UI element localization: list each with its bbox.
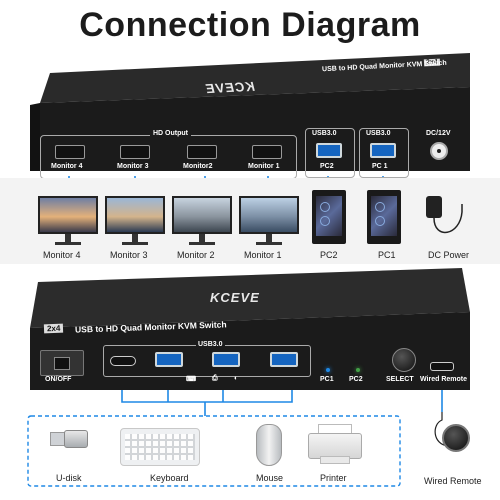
hdmi-port-label: Monitor 3 [117,163,149,170]
hdmi-port-label: Monitor2 [183,163,213,170]
monitor-2-label: Monitor 2 [177,250,215,260]
usb-pc2-header: USB3.0 [312,130,337,137]
monitor-3-label: Monitor 3 [110,250,148,260]
dc-power-label: DC/12V [426,130,451,137]
mouse-image [256,424,282,466]
usb-pc1-group [359,128,409,178]
keyboard-image [120,428,200,466]
monitor-4-image [38,196,98,234]
mouse-label: Mouse [256,473,284,483]
printer-image [308,424,362,464]
hdmi-port-monitor-2[interactable] [187,145,217,159]
pc1-led-label: PC1 [320,376,334,383]
printer-mini-icon: ⎙ [212,375,218,382]
pc1-led [326,368,330,372]
pc2-label: PC2 [320,250,338,260]
printer-label: Printer [320,473,347,483]
pc2-tower-image [312,190,346,244]
diagram-title: Connection Diagram [79,6,421,44]
power-adapter-image [426,196,442,218]
power-switch-label: ON/OFF [45,376,72,383]
top-brand-logo: KCEVE [204,78,256,97]
usb-pc2-group [305,128,355,178]
monitor-1-label: Monitor 1 [244,250,282,260]
select-button[interactable] [392,348,416,372]
u-disk-label: U-disk [56,473,82,483]
front-model-badge: 2x4 [43,323,64,334]
dc-power-text: DC Power [428,250,470,260]
monitor-4-label: Monitor 4 [43,250,81,260]
usb-a-port-1[interactable] [155,352,183,367]
usb-pc2-label: PC2 [320,163,334,170]
hdmi-port-monitor-1[interactable] [252,145,282,159]
pc1-tower-image [367,190,401,244]
keyboard-label: Keyboard [150,473,189,483]
hdmi-port-label: Monitor 4 [51,163,83,170]
monitor-3-image [105,196,165,234]
wired-remote-port-label: Wired Remote [420,376,468,383]
wired-remote-image [442,424,470,452]
pc1-label: PC1 [378,250,396,260]
hdmi-port-label: Monitor 1 [248,163,280,170]
wired-remote-port[interactable] [430,362,454,371]
hdmi-port-monitor-4[interactable] [55,145,85,159]
usb-a-port-3[interactable] [270,352,298,367]
pc2-led-label: PC2 [349,376,363,383]
hdmi-port-monitor-3[interactable] [120,145,150,159]
keyboard-mini-icon: ⌨ [186,376,197,383]
dc-power-port[interactable] [430,142,448,160]
usb-pc1-label: PC 1 [372,163,388,170]
usb-pc1-port[interactable] [370,143,396,158]
usb-pc1-header: USB3.0 [366,130,391,137]
front-brand-logo: KCEVE [210,290,260,305]
monitor-2-image [172,196,232,234]
usb-c-port[interactable] [110,356,136,366]
u-disk-image [50,426,90,452]
wired-remote-label: Wired Remote [424,476,482,486]
front-usb-header: USB3.0 [196,341,225,348]
mouse-mini-icon: ◐ [234,375,239,382]
pc2-led [356,368,360,372]
usb-a-port-2[interactable] [212,352,240,367]
usb-pc2-port[interactable] [316,143,342,158]
power-switch[interactable] [40,350,84,376]
kvm-switch-front [30,266,470,392]
hd-output-label: HD Output [150,130,191,137]
monitor-1-image [239,196,299,234]
select-button-label: SELECT [386,376,414,383]
